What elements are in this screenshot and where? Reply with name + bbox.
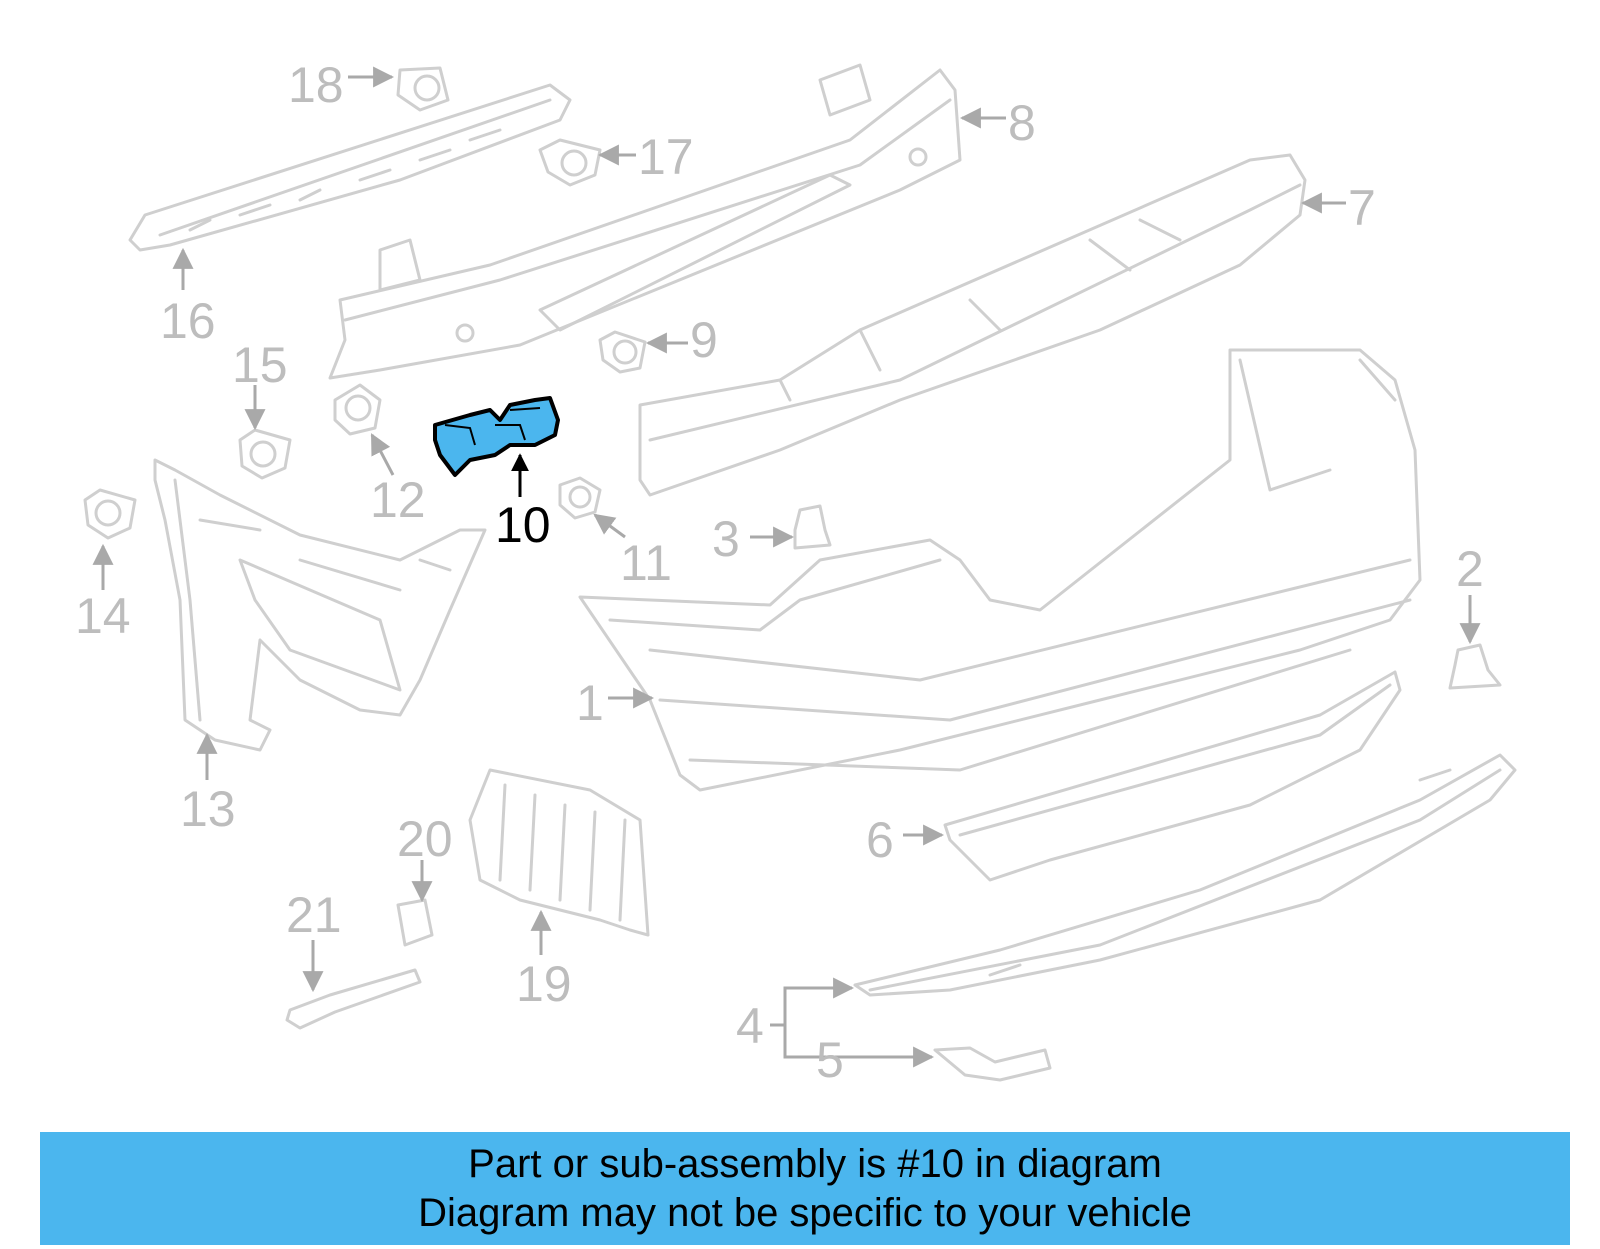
callout-5: 5 [816, 1032, 844, 1088]
callout-21: 21 [286, 887, 342, 943]
part-10-bracket-highlighted[interactable] [433, 396, 560, 477]
banner-line-2: Diagram may not be specific to your vehi… [418, 1191, 1192, 1235]
callout-17: 17 [638, 129, 694, 185]
callout-15: 15 [232, 337, 288, 393]
banner-line-1: Part or sub-assembly is #10 in diagram [468, 1142, 1162, 1186]
part-14-bolt[interactable] [83, 488, 137, 540]
callout-12: 12 [370, 472, 426, 528]
callout-19: 19 [516, 956, 572, 1012]
part-16-reinforcement-bracket[interactable] [128, 83, 572, 252]
part-9-screw[interactable] [598, 330, 647, 374]
part-18-screw[interactable] [396, 66, 450, 112]
part-3-push-pin[interactable] [793, 504, 832, 550]
callout-14: 14 [75, 588, 131, 644]
part-20-clip[interactable] [396, 898, 434, 947]
part-11-screw[interactable] [558, 476, 602, 520]
callout-1: 1 [576, 675, 604, 731]
callout-10: 10 [495, 497, 551, 553]
callout-4: 4 [736, 998, 764, 1054]
part-5-clip[interactable] [933, 1046, 1052, 1082]
part-21-bolt[interactable] [285, 968, 422, 1030]
callout-16: 16 [160, 293, 216, 349]
callout-11: 11 [620, 535, 672, 591]
part-17-screw[interactable] [538, 138, 602, 187]
callout-3: 3 [712, 511, 740, 567]
info-banner: Part or sub-assembly is #10 in diagram D… [40, 1132, 1570, 1245]
part-4-lower-valance[interactable] [853, 753, 1517, 997]
callout-9: 9 [690, 312, 718, 368]
callout-labels: 18 17 8 7 16 9 15 12 10 11 3 14 2 1 13 2… [75, 57, 1484, 1088]
part-13-side-bracket[interactable] [153, 458, 487, 752]
part-7-energy-absorber[interactable] [638, 153, 1307, 497]
part-8-impact-bar[interactable] [328, 63, 962, 380]
part-1-bumper-cover[interactable] [578, 348, 1422, 792]
part-2-clip[interactable] [1448, 643, 1502, 690]
part-15-bolt[interactable] [238, 428, 292, 480]
callout-6: 6 [866, 812, 894, 868]
part-19-grille-insert[interactable] [468, 768, 650, 937]
callout-7: 7 [1348, 180, 1376, 236]
callout-8: 8 [1008, 95, 1036, 151]
callout-2: 2 [1456, 541, 1484, 597]
leader-lines [92, 66, 1481, 1068]
part-12-nut[interactable] [333, 383, 382, 436]
callout-18: 18 [288, 57, 344, 113]
callout-13: 13 [180, 781, 236, 837]
callout-20: 20 [397, 811, 453, 867]
part-6-trim-panel[interactable] [943, 670, 1402, 882]
